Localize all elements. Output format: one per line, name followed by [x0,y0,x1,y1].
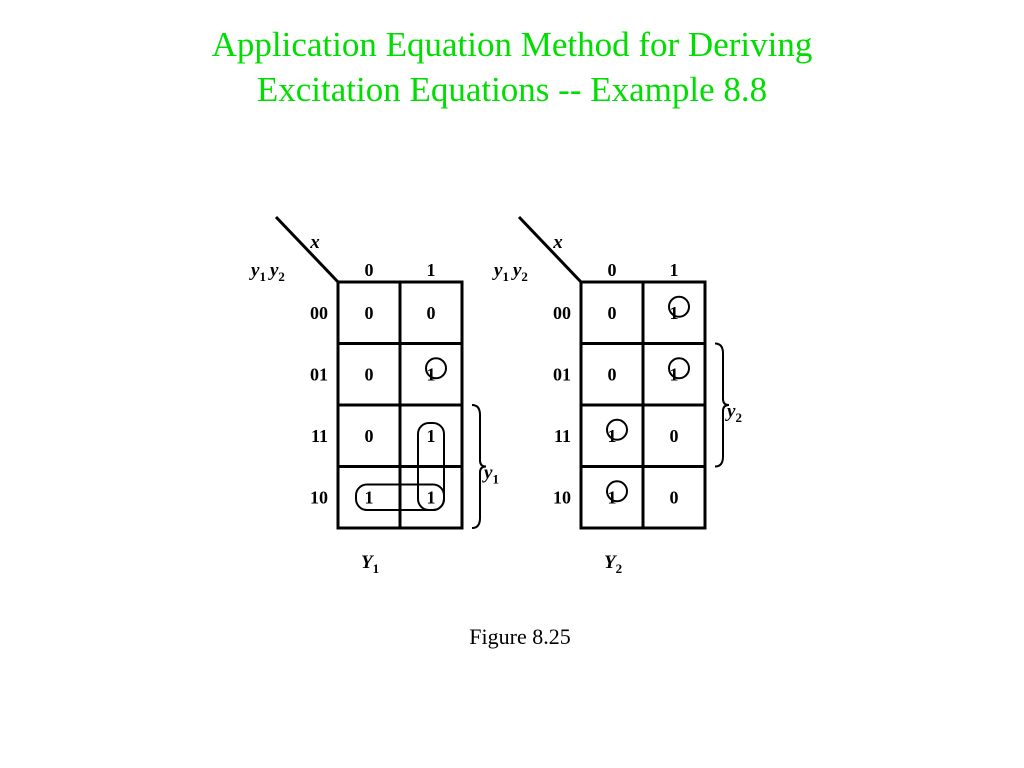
kmap-cell-value: 1 [608,487,617,507]
kmap-cell-value: 0 [670,426,679,446]
slide-title: Application Equation Method for Deriving… [0,22,1024,112]
implicant-circle [425,357,447,380]
brace-variable-label-subscript: 2 [735,410,742,425]
variable-brace [714,342,730,468]
brace-variable-label: y1 [482,463,499,487]
corner-diagonal [274,215,340,284]
row-header: 11 [311,426,328,446]
kmap-cell-value: 1 [427,364,436,384]
title-line-1: Application Equation Method for Deriving [211,25,813,64]
column-header: 0 [608,260,617,280]
kmap-cell-value: 1 [427,487,436,507]
kmap-cell-value: 0 [608,303,617,323]
implicant-circle [606,480,628,503]
kmap-cell-value: 1 [365,487,374,507]
kmap-cell-value: 0 [427,303,436,323]
output-function-label-subscript: 2 [616,561,623,576]
kmap-cell-value: 0 [365,364,374,384]
output-function-label-var: Y [604,552,618,573]
row-var-2: y [268,260,279,281]
title-line-2: Excitation Equations -- Example 8.8 [256,70,768,109]
row-var-2: y [511,260,522,281]
brace-variable-label-var: y [725,401,736,422]
row-header: 00 [310,303,328,323]
corner-diagonal [517,215,583,284]
implicant-circle [668,295,690,318]
row-sub-2: 2 [521,269,528,284]
variable-brace [471,404,487,529]
row-sub-2: 2 [278,269,285,284]
row-sub-1: 1 [502,269,509,284]
column-variable-label: x [552,232,563,253]
output-function-label-var: Y [361,552,375,573]
kmap-cell-value: 0 [365,303,374,323]
column-header: 1 [670,260,679,280]
kmap-cell-value: 1 [427,426,436,446]
output-function-label: Y1 [361,552,379,576]
column-variable-label: x [309,232,320,253]
implicant-loop [355,483,445,511]
row-var-1: y [492,260,503,281]
figure-caption: Figure 8.25 [469,624,571,649]
implicant-circle [606,418,628,441]
row-header: 00 [553,303,571,323]
output-function-label-subscript: 1 [373,561,380,576]
brace-variable-label: y2 [725,401,742,425]
column-header: 0 [365,260,374,280]
column-header: 1 [427,260,436,280]
row-header: 10 [310,487,328,507]
output-function-label: Y2 [604,552,622,576]
brace-variable-label-subscript: 1 [492,472,499,487]
row-header: 01 [553,364,571,384]
kmap-cell-value: 1 [670,303,679,323]
kmap-cell-value: 0 [670,487,679,507]
brace-variable-label-var: y [482,463,493,484]
row-sub-1: 1 [259,269,266,284]
kmap-cell-value: 1 [670,364,679,384]
row-header: 10 [553,487,571,507]
kmap-cell-value: 0 [608,364,617,384]
kmap-cell-value: 1 [608,426,617,446]
implicant-circle [668,357,690,380]
row-header: 11 [554,426,571,446]
row-var-1: y [249,260,260,281]
row-header: 01 [310,364,328,384]
kmap-cell-value: 0 [365,426,374,446]
